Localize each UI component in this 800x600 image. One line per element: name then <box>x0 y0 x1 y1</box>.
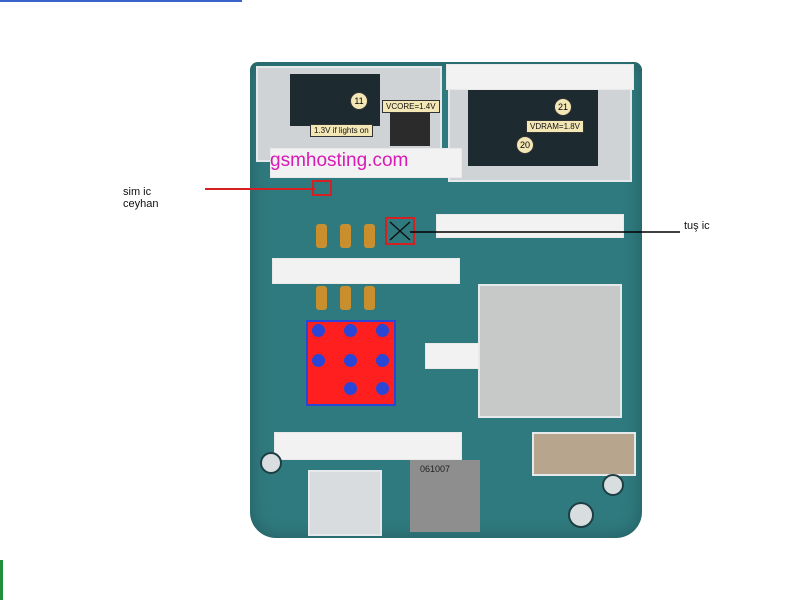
tus-ic-cross <box>389 221 411 241</box>
sim-dot <box>312 324 325 337</box>
sim-dot <box>344 324 357 337</box>
mount-hole <box>602 474 624 496</box>
audio-jack <box>410 460 480 532</box>
pad-2 <box>340 224 351 248</box>
top-edge-bar <box>0 0 242 2</box>
sim-dot <box>312 354 325 367</box>
label-box-top-right <box>446 64 634 90</box>
label-vdram: VDRAM=1.8V <box>526 120 585 133</box>
label-21: 21 <box>554 98 572 116</box>
sim-dot <box>376 324 389 337</box>
label-lights: 1.3V if lights on <box>310 124 373 137</box>
watermark-text: gsmhosting.com <box>270 150 409 171</box>
chip-small <box>390 110 430 146</box>
label-vcore: VCORE=1.4V <box>382 100 440 113</box>
usb-port <box>308 470 382 536</box>
chip-code: 061007 <box>420 464 451 474</box>
sim-dot <box>344 382 357 395</box>
label-20: 20 <box>516 136 534 154</box>
pad-3 <box>364 224 375 248</box>
phone-pcb-photo: 11 VCORE=1.4V 1.3V if lights on 21 20 VD… <box>250 62 642 538</box>
memory-card-slot <box>478 284 622 418</box>
tus-ic-highlight-box <box>385 217 415 245</box>
mount-hole <box>260 452 282 474</box>
corner-mark <box>0 560 3 600</box>
watermark-band <box>270 148 462 178</box>
label-band-middle-left <box>272 258 460 284</box>
sim-ic-label: sim ic ceyhan <box>123 186 159 210</box>
pad-1 <box>316 224 327 248</box>
mount-hole <box>568 502 594 528</box>
sim-dot <box>376 382 389 395</box>
sim-dot <box>376 354 389 367</box>
label-11: 11 <box>350 92 368 110</box>
label-band-bottom-left <box>274 432 462 460</box>
label-band-top-right2 <box>436 214 624 238</box>
tus-ic-label: tuş ic <box>684 220 710 232</box>
pad-4 <box>316 286 327 310</box>
sim-dot <box>344 354 357 367</box>
pad-6 <box>364 286 375 310</box>
vibration-motor <box>532 432 636 476</box>
pad-5 <box>340 286 351 310</box>
